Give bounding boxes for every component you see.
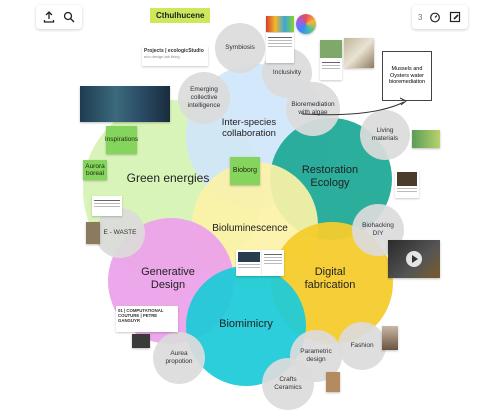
board-title-tag[interactable]: Cthulhucene <box>150 8 211 23</box>
upload-icon[interactable] <box>42 10 56 24</box>
left-toolbar <box>36 5 82 29</box>
right-toolbar: 3 <box>412 5 469 29</box>
bioborg-sticky[interactable]: Bioborg <box>230 157 260 185</box>
ewaste-circle[interactable]: E - WASTE <box>95 208 145 258</box>
organic-structure-image[interactable] <box>344 38 374 68</box>
crafts-photo[interactable] <box>326 372 340 392</box>
crafts-label: Crafts Ceramics <box>274 375 302 391</box>
living-materials-label: Living materials <box>371 126 399 142</box>
edit-board-icon[interactable] <box>448 10 462 24</box>
projects-card[interactable]: Projects | ecologicStudio eco design lab… <box>142 46 208 66</box>
inspirations-sticky[interactable]: Inspirations <box>104 126 139 154</box>
article-card-top[interactable] <box>266 33 294 63</box>
green-energies-label: Green energies <box>126 171 210 185</box>
timer-icon[interactable] <box>428 10 442 24</box>
article-card-right[interactable] <box>320 58 342 80</box>
inter-species-label: Inter-species collaboration <box>221 117 277 140</box>
emerging-label: Emerging collective intelligence <box>187 85 221 110</box>
computational-couture-card[interactable]: 01 | COMPUTATIONAL COUTURE | PETRE GANGU… <box>116 306 178 332</box>
bio-article-card-2[interactable] <box>262 250 284 276</box>
fungi-card[interactable] <box>395 170 419 198</box>
lake-photo[interactable] <box>80 86 170 122</box>
bio-article-card[interactable] <box>236 250 262 276</box>
aurea-circle[interactable]: Aurea propotion <box>153 332 205 384</box>
green-research-image[interactable] <box>320 40 342 58</box>
restoration-ecology-label: Restoration Ecology <box>301 164 359 190</box>
play-icon[interactable] <box>406 251 422 267</box>
living-material-image[interactable] <box>412 130 440 148</box>
connector-arrow <box>301 97 407 116</box>
green-article-card[interactable] <box>92 196 122 216</box>
search-icon[interactable] <box>62 10 76 24</box>
symbiosis-label: Symbiosis <box>225 43 255 51</box>
projects-card-sub: eco design lab thing <box>144 54 180 59</box>
biohacking-label: Biohacking DIY <box>362 221 394 237</box>
bioluminescence-label: Bioluminescence <box>212 223 288 234</box>
mussels-text: Mussels and Oysters water bioremediation <box>388 65 426 86</box>
bioborg-text: Bioborg <box>232 166 258 174</box>
colorful-grid-image[interactable] <box>266 16 294 32</box>
fashion-photo[interactable] <box>382 326 398 350</box>
living-materials-circle[interactable]: Living materials <box>360 110 410 160</box>
emerging-intelligence-circle[interactable]: Emerging collective intelligence <box>178 72 230 124</box>
fashion-label: Fashion <box>350 341 374 349</box>
bioremediation-label: Bioremediation with algae <box>291 100 335 116</box>
bioremediation-circle[interactable]: Bioremediation with algae <box>286 82 340 136</box>
fashion-circle[interactable]: Fashion <box>338 322 386 370</box>
projects-card-title: Projects | ecologicStudio <box>144 48 204 54</box>
drone-video-thumb[interactable] <box>388 240 440 278</box>
ewaste-label: E - WASTE <box>103 228 137 236</box>
ewaste-image[interactable] <box>86 222 100 244</box>
timer-count: 3 <box>418 12 423 22</box>
symbiosis-circle[interactable]: Symbiosis <box>215 23 265 73</box>
aurora-sticky[interactable]: Aurora boreal <box>83 160 107 180</box>
aurea-label: Aurea propotion <box>165 349 193 365</box>
generative-design-label: Generative Design <box>141 266 195 292</box>
aurora-text: Aurora boreal <box>85 162 105 177</box>
mussels-note[interactable]: Mussels and Oysters water bioremediation <box>382 51 432 101</box>
couture-image[interactable] <box>132 334 150 348</box>
digital-fabrication-label: Digital fabrication <box>304 266 356 292</box>
flower-wheel-image[interactable] <box>296 14 316 34</box>
biomimicry-label: Biomimicry <box>219 318 273 330</box>
parametric-label: Parametric design <box>300 347 332 363</box>
computational-text: 01 | COMPUTATIONAL COUTURE | PETRE GANGU… <box>118 308 164 324</box>
crafts-circle[interactable]: Crafts Ceramics <box>262 358 314 410</box>
inclusivity-label: Inclusivity <box>272 68 302 76</box>
inspirations-text: Inspirations <box>104 136 139 144</box>
